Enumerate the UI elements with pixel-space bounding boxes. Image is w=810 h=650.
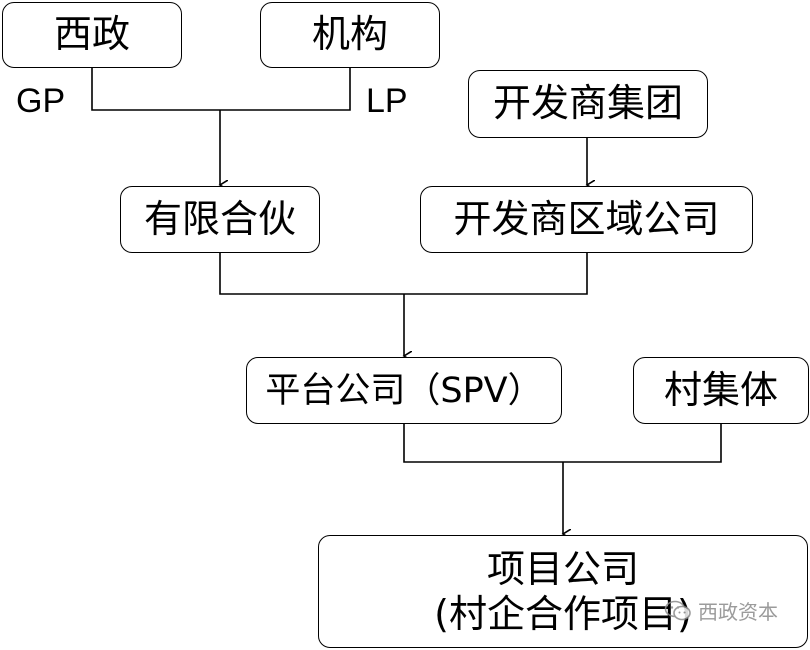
node-village-collective-label: 村集体 (663, 367, 778, 412)
watermark-text: 西政资本 (698, 600, 778, 624)
node-project-company-line1: 项目公司 (486, 546, 639, 591)
connector-to-platform (219, 253, 588, 295)
gp-label: GP (16, 82, 66, 120)
wechat-icon (664, 600, 691, 620)
node-project-company: 项目公司 (村企合作项目) (318, 535, 808, 648)
node-developer-group-label: 开发商集团 (492, 81, 683, 126)
connector-to-project (403, 424, 722, 463)
node-xizheng: 西政 (2, 2, 182, 68)
node-jigou-label: 机构 (311, 12, 388, 57)
node-limited-partnership: 有限合伙 (120, 186, 320, 253)
node-developer-regional: 开发商区域公司 (420, 186, 753, 253)
node-developer-group: 开发商集团 (468, 70, 708, 138)
node-village-collective: 村集体 (633, 357, 809, 424)
node-platform-company-label: 平台公司（SPV） (265, 370, 543, 411)
node-project-company-line2: (村企合作项目) (434, 591, 692, 636)
node-platform-company: 平台公司（SPV） (246, 357, 562, 424)
watermark: 西政资本 (664, 596, 778, 625)
node-developer-regional-label: 开发商区域公司 (453, 196, 720, 241)
node-limited-partnership-label: 有限合伙 (143, 196, 296, 241)
node-xizheng-label: 西政 (53, 12, 130, 57)
connector-gp-lp (91, 68, 351, 111)
lp-label: LP (366, 82, 408, 120)
node-jigou: 机构 (260, 2, 440, 68)
